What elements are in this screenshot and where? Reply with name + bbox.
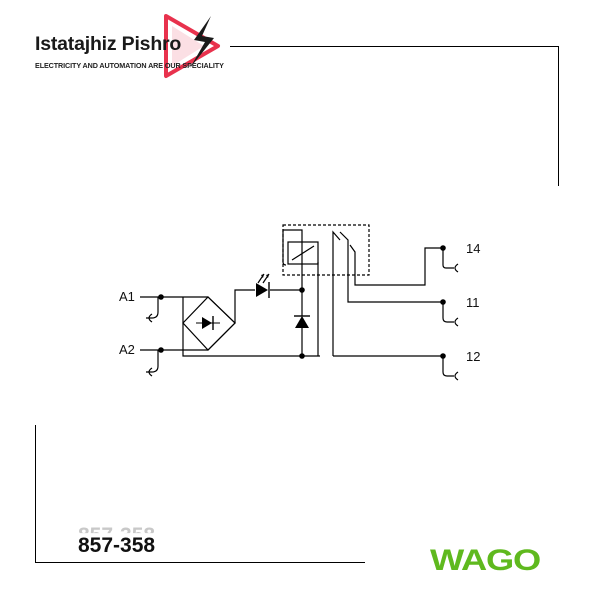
brand-name: Istatajhiz Pishro xyxy=(35,33,182,55)
brand-logo: Istatajhiz Pishro ELECTRICITY AND AUTOMA… xyxy=(0,0,230,90)
terminal-14-hook xyxy=(442,248,454,269)
terminal-12-hook xyxy=(442,356,454,377)
junction-dots xyxy=(158,245,446,359)
play-bolt-logo-icon xyxy=(164,14,220,78)
terminal-label-14: 14 xyxy=(466,241,480,256)
wago-logo: WAGO xyxy=(430,544,542,574)
terminal-14-cap xyxy=(454,263,459,273)
terminal-12-cap xyxy=(454,371,459,381)
part-number-ghost: 857-358 xyxy=(78,524,156,547)
relay-enclosure xyxy=(282,224,370,276)
a2-terminal-hook xyxy=(146,350,159,373)
terminal-11-hook xyxy=(442,302,454,323)
terminal-a1-cap xyxy=(148,313,153,323)
rectifier-positive-wire xyxy=(234,289,255,323)
contact-14-wire xyxy=(349,244,443,286)
terminal-label-12: 12 xyxy=(466,349,480,364)
frame-left-line xyxy=(35,425,36,563)
terminal-11-cap xyxy=(454,317,459,327)
negative-bus-wire xyxy=(182,350,320,357)
relay-coil-slash xyxy=(291,245,315,261)
led-diode-icon xyxy=(256,274,270,298)
terminal-label-a1: A1 xyxy=(119,289,135,304)
contact-11-wire xyxy=(339,231,443,303)
contact-common-wire xyxy=(332,230,341,356)
freewheel-diode-icon xyxy=(294,315,310,328)
a1-terminal-hook xyxy=(146,297,159,319)
bridge-rectifier xyxy=(182,296,236,351)
relay-coil xyxy=(287,241,319,265)
frame-right-line xyxy=(558,46,559,186)
terminal-a2-cap xyxy=(148,367,153,377)
wago-logo-text: WAGO xyxy=(430,544,541,574)
terminal-label-a2: A2 xyxy=(119,342,135,357)
part-number: 857-358 xyxy=(78,534,156,557)
terminal-label-11: 11 xyxy=(466,295,480,310)
rectifier-diode-icon xyxy=(196,316,220,330)
brand-tagline: ELECTRICITY AND AUTOMATION ARE OUR SPECI… xyxy=(35,61,224,70)
frame-bottom-line xyxy=(35,562,365,563)
frame-top-line xyxy=(230,46,559,47)
